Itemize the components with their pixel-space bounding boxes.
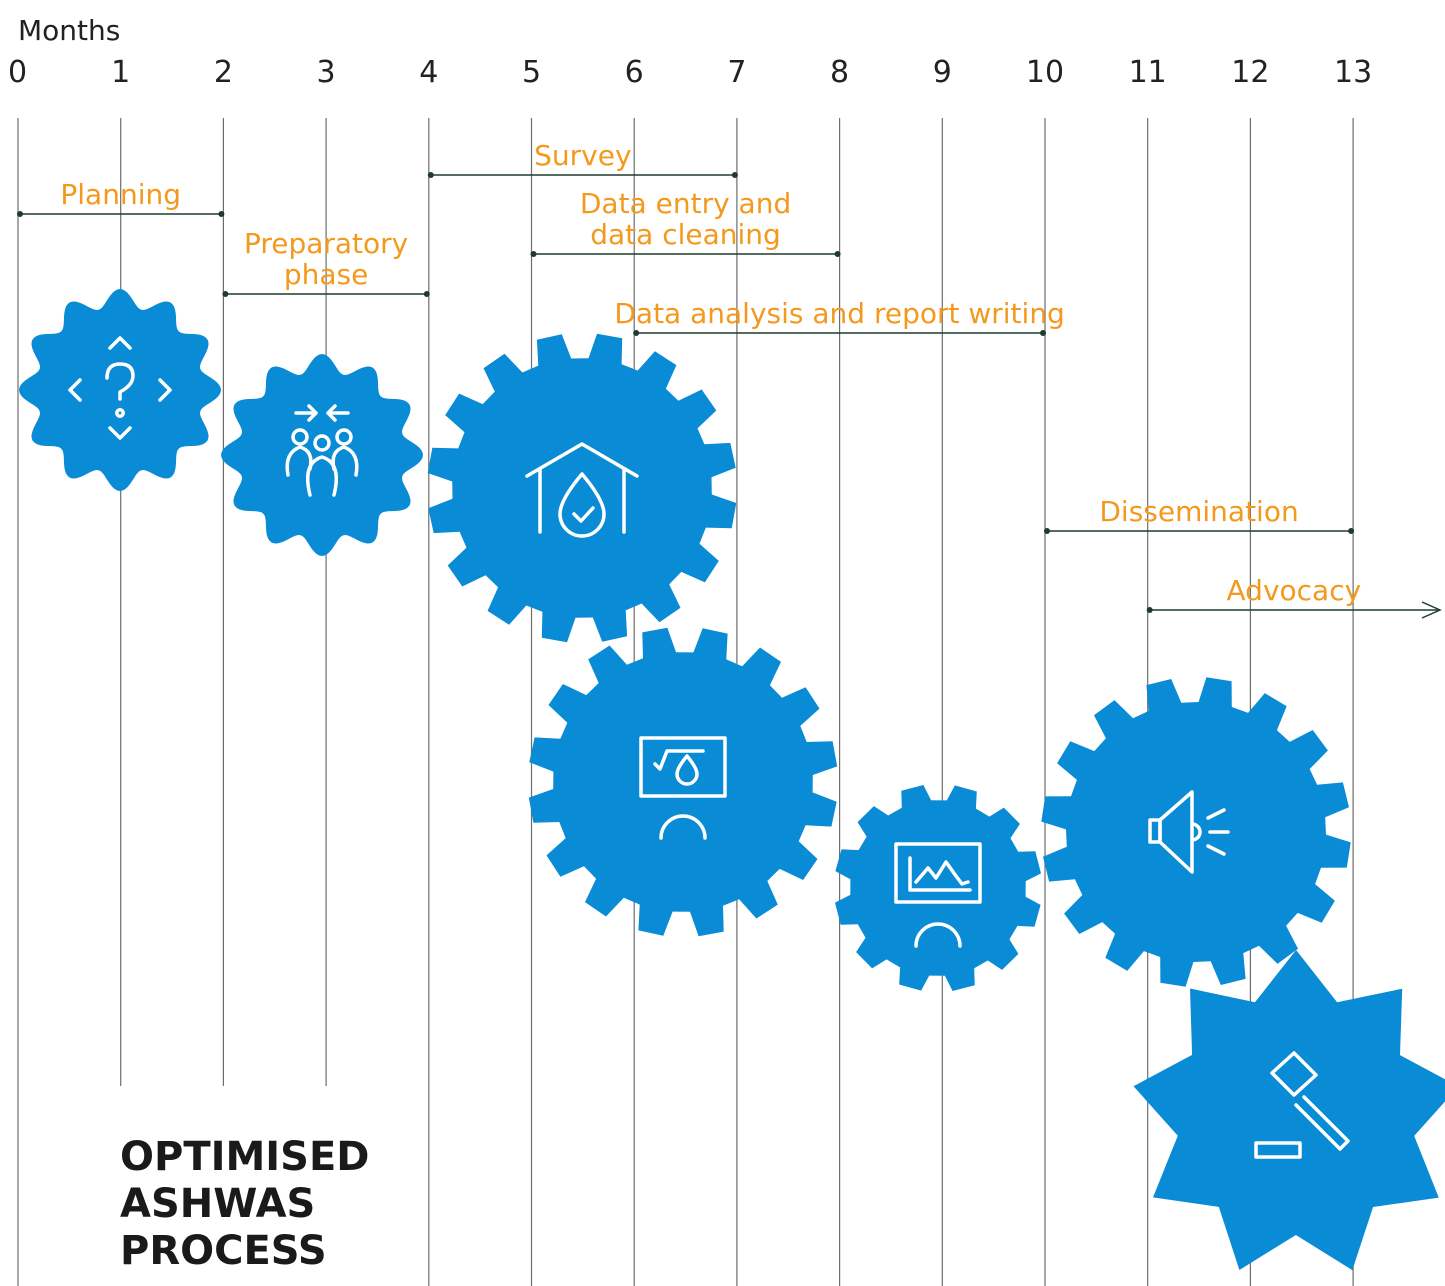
phase-label: Planning: [60, 178, 181, 211]
phase-start-dot: [1146, 607, 1153, 613]
gear-shape: [1041, 677, 1351, 987]
month-tick-label: 12: [1231, 55, 1269, 90]
gear-gavel: [1133, 950, 1445, 1271]
gear-shape: [427, 333, 737, 643]
process-title: OPTIMISED ASHWAS PROCESS: [120, 1134, 370, 1274]
phase-start-dot: [530, 251, 537, 257]
title-line: OPTIMISED: [120, 1134, 370, 1180]
phase-end-dot: [423, 291, 430, 297]
phase-survey: Survey: [427, 139, 738, 178]
gear-shape: [1133, 950, 1445, 1271]
phase-label: Preparatory: [244, 227, 408, 260]
phase-start-dot: [222, 291, 229, 297]
phase-data-analysis-and-report-writing: Data analysis and report writing: [614, 297, 1065, 336]
phase-label: Advocacy: [1227, 574, 1362, 607]
month-tick-label: 9: [933, 55, 952, 90]
month-tick-label: 7: [727, 55, 746, 90]
month-tick-label: 13: [1334, 55, 1372, 90]
presentation-chart-icon: [894, 842, 982, 948]
gear-shape: [835, 785, 1041, 991]
phase-planning: Planning: [17, 178, 225, 217]
month-tick-label: 2: [214, 55, 233, 90]
axis-title: Months: [18, 14, 120, 47]
gear-presentation-chart: [835, 785, 1041, 991]
month-tick-label: 3: [317, 55, 336, 90]
month-tick-label: 1: [111, 55, 130, 90]
phase-label: data cleaning: [590, 218, 781, 251]
phase-end-dot: [1040, 330, 1046, 336]
process-gears: [19, 289, 1445, 1271]
month-tick-label: 0: [8, 55, 27, 90]
people-group-icon: [285, 404, 359, 497]
month-tick-label: 4: [419, 55, 438, 90]
phase-arrow-head: [1421, 601, 1442, 619]
phase-end-dot: [731, 172, 738, 178]
phase-label: Survey: [534, 139, 631, 172]
phase-end-dot: [834, 251, 841, 257]
month-tick-label: 11: [1129, 55, 1167, 90]
phase-dissemination: Dissemination: [1044, 495, 1355, 534]
presentation-formula-icon: [639, 736, 727, 840]
phase-label: phase: [284, 258, 369, 291]
phase-end-dot: [1348, 528, 1355, 534]
title-line: ASHWAS: [120, 1181, 315, 1227]
gear-shape: [19, 289, 221, 491]
title-line: PROCESS: [120, 1228, 327, 1274]
month-tick-label: 5: [522, 55, 541, 90]
gear-shape: [221, 354, 423, 556]
gavel-icon: [1254, 1051, 1350, 1159]
phase-start-dot: [1044, 528, 1050, 534]
phase-advocacy: Advocacy: [1146, 574, 1442, 619]
phase-label: Data analysis and report writing: [614, 297, 1065, 330]
phase-label: Dissemination: [1099, 495, 1298, 528]
gear-question-arrows: [19, 289, 221, 491]
month-tick-label: 8: [830, 55, 849, 90]
house-water-drop-icon: [525, 442, 639, 538]
gear-presentation-formula: [528, 627, 838, 937]
month-tick-label: 10: [1026, 55, 1064, 90]
question-arrows-icon: [68, 336, 172, 440]
gear-people-group: [221, 354, 423, 556]
phase-start-dot: [427, 172, 434, 178]
phase-label: Data entry and: [580, 187, 791, 220]
gear-megaphone: [1041, 677, 1351, 987]
phase-start-dot: [633, 330, 640, 336]
gear-house-water-drop: [427, 333, 737, 643]
phase-end-dot: [218, 211, 225, 217]
month-tick-label: 6: [625, 55, 644, 90]
phase-start-dot: [17, 211, 23, 217]
megaphone-icon: [1148, 790, 1230, 874]
